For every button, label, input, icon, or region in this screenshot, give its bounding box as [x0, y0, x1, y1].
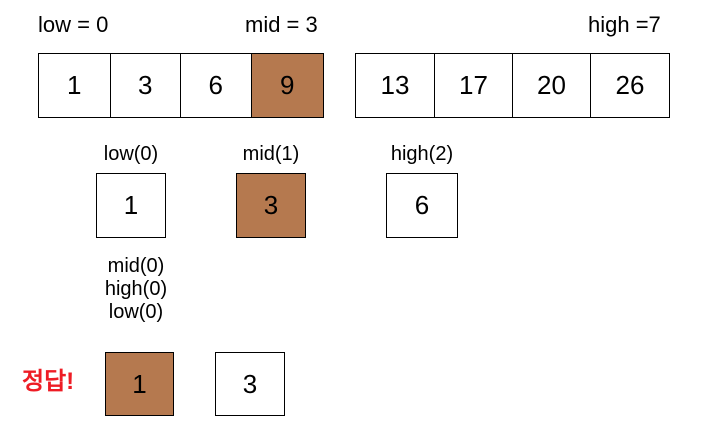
- array-cell[interactable]: 6: [181, 54, 252, 117]
- stage2-box-mid-highlighted[interactable]: 3: [236, 173, 306, 238]
- stage1-array-left-half: 1 3 6 9: [38, 53, 324, 118]
- array-cell[interactable]: 3: [110, 54, 181, 117]
- stage3-pointer-stack: mid(0) high(0) low(0): [88, 255, 184, 324]
- stage2-high-label: high(2): [390, 143, 454, 165]
- stage2-box-high[interactable]: 6: [386, 173, 458, 238]
- stage2-box-low[interactable]: 1: [96, 173, 166, 238]
- stage1-mid-label: mid = 3: [245, 12, 318, 37]
- stage2-low-label: low(0): [103, 143, 159, 165]
- array-cell[interactable]: 26: [591, 54, 669, 117]
- array-cell[interactable]: 13: [356, 54, 435, 117]
- array-cell-highlighted-mid[interactable]: 9: [251, 54, 323, 117]
- stage2-mid-label: mid(1): [242, 143, 300, 165]
- array-cell[interactable]: 20: [513, 54, 591, 117]
- stage1-high-label: high =7: [588, 12, 661, 37]
- array-cell[interactable]: 1: [39, 54, 111, 117]
- stage1-array-right-half: 13 17 20 26: [355, 53, 670, 118]
- stage3-high-label: high(0): [104, 278, 168, 300]
- stage3-low-label: low(0): [108, 301, 164, 323]
- array-cell[interactable]: 17: [435, 54, 513, 117]
- answer-text: 정답!: [22, 368, 75, 395]
- stage3-box-found-highlighted[interactable]: 1: [105, 352, 174, 416]
- stage1-low-label: low = 0: [38, 12, 109, 37]
- stage3-box-other[interactable]: 3: [215, 352, 285, 416]
- stage3-mid-label: mid(0): [107, 255, 165, 277]
